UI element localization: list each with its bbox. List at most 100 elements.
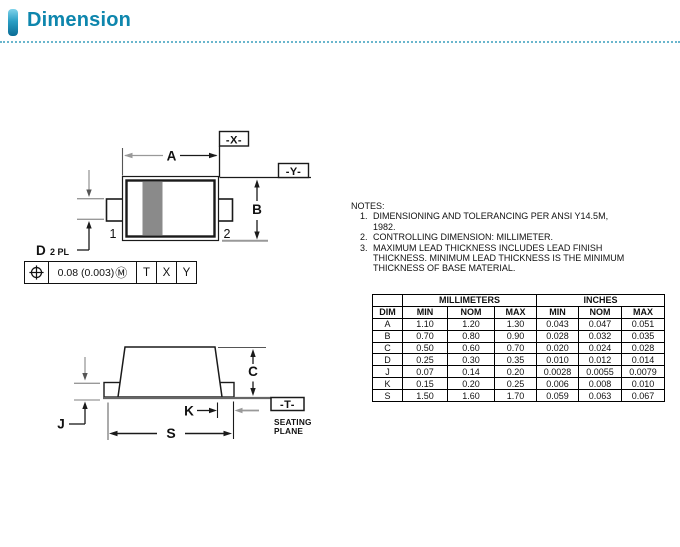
dim-letter: K	[372, 377, 403, 391]
dim-letter: D	[372, 353, 403, 367]
table-cell: 0.032	[578, 329, 622, 343]
tolerance-value-cell: 0.08 (0.003) Ⓜ	[48, 262, 136, 283]
table-cell: 0.006	[536, 377, 579, 391]
table-row: D 0.25 0.30 0.35 0.010 0.012 0.014	[372, 353, 665, 367]
dimension-d: D 2 PL	[36, 170, 104, 258]
table-cell: 0.15	[402, 377, 448, 391]
dim-letter: S	[372, 389, 403, 403]
column-header: MIN	[536, 305, 579, 319]
table-row: C 0.50 0.60 0.70 0.020 0.024 0.028	[372, 341, 665, 355]
side-package-body	[117, 346, 223, 398]
note-number: 3.	[360, 242, 368, 253]
table-cell: 0.90	[494, 329, 537, 343]
column-header: MAX	[494, 305, 537, 319]
table-cell: 0.14	[447, 365, 495, 379]
package-body-inner	[125, 179, 216, 238]
tolerance-value: 0.08 (0.003)	[57, 266, 115, 279]
notes-section: NOTES: 1. DIMENSIONING AND TOLERANCING P…	[351, 201, 673, 274]
table-cell: 0.067	[621, 389, 665, 403]
table-cell: 0.20	[447, 377, 495, 391]
table-sub-header-row: DIM MIN NOM MAX MIN NOM MAX	[372, 305, 665, 319]
dimension-s: S	[107, 402, 232, 441]
table-cell: 0.028	[621, 341, 665, 355]
feature-control-frame: 0.08 (0.003) Ⓜ T X Y	[24, 261, 197, 284]
table-cell: 0.063	[578, 389, 622, 403]
column-header: NOM	[578, 305, 622, 319]
table-cell: 0.25	[402, 353, 448, 367]
table-cell: 0.008	[578, 377, 622, 391]
column-header-dim: DIM	[372, 305, 403, 319]
datum-reference-t: T	[136, 262, 156, 283]
dim-letter: A	[372, 317, 403, 331]
notes-heading: NOTES:	[351, 201, 385, 211]
datum-y-label: -Y-	[286, 166, 302, 178]
table-row: J 0.07 0.14 0.20 0.0028 0.0055 0.0079	[372, 365, 665, 379]
table-cell: 0.60	[447, 341, 495, 355]
group-header-inches: INCHES	[536, 294, 665, 307]
seating-plane-label-line2: PLANE	[274, 426, 303, 436]
table-cell: 0.010	[621, 377, 665, 391]
dim-a-label: A	[167, 149, 177, 164]
dimension-j: J	[57, 357, 100, 432]
pin-1-label: 1	[110, 227, 117, 241]
dim-d-qty-label: 2 PL	[50, 247, 70, 257]
table-cell: 0.80	[447, 329, 495, 343]
corner-cell	[372, 294, 403, 307]
table-cell: 0.70	[494, 341, 537, 355]
dim-letter: B	[372, 329, 403, 343]
lead-2	[217, 198, 234, 222]
note-item-1: 1. DIMENSIONING AND TOLERANCING PER ANSI…	[360, 211, 673, 232]
side-view: C K S	[57, 346, 311, 441]
table-cell: 0.059	[536, 389, 579, 403]
column-header: MAX	[621, 305, 665, 319]
dimensions-table: MILLIMETERS INCHES DIM MIN NOM MAX MIN N…	[372, 294, 665, 403]
page-title: Dimension	[27, 9, 132, 31]
table-cell: 1.50	[402, 389, 448, 403]
dotted-divider	[0, 41, 680, 43]
dim-k-label: K	[184, 404, 194, 419]
table-cell: 0.20	[494, 365, 537, 379]
table-group-header-row: MILLIMETERS INCHES	[372, 294, 665, 307]
table-cell: 0.25	[494, 377, 537, 391]
table-cell: 0.0055	[578, 365, 622, 379]
dim-s-label: S	[166, 425, 175, 441]
table-cell: 0.07	[402, 365, 448, 379]
table-cell: 1.30	[494, 317, 537, 331]
table-cell: 0.043	[536, 317, 579, 331]
top-view: 1 2 A -X- -Y-	[36, 130, 311, 258]
datum-x: -X-	[218, 130, 250, 177]
table-cell: 0.012	[578, 353, 622, 367]
dim-d-label: D	[36, 243, 46, 258]
table-row: A 1.10 1.20 1.30 0.043 0.047 0.051	[372, 317, 665, 331]
dimension-b: B	[222, 179, 268, 242]
lead-1	[105, 198, 124, 222]
note-text: CONTROLLING DIMENSION: MILLIMETER.	[373, 232, 554, 243]
pin-2-label: 2	[224, 227, 231, 241]
section-marker-icon	[8, 9, 18, 36]
table-cell: 1.60	[447, 389, 495, 403]
dimension-k: K	[184, 401, 259, 439]
datum-reference-y: Y	[176, 262, 196, 283]
note-item-2: 2. CONTROLLING DIMENSION: MILLIMETER.	[360, 232, 673, 242]
note-text: MAXIMUM LEAD THICKNESS INCLUDES LEAD FIN…	[373, 242, 625, 274]
group-header-millimeters: MILLIMETERS	[402, 294, 537, 307]
dim-c-label: C	[248, 364, 258, 379]
table-cell: 0.014	[621, 353, 665, 367]
dim-j-label: J	[57, 417, 65, 432]
table-row: B 0.70 0.80 0.90 0.028 0.032 0.035	[372, 329, 665, 343]
table-cell: 0.0028	[536, 365, 579, 379]
column-header: MIN	[402, 305, 448, 319]
table-cell: 0.051	[621, 317, 665, 331]
dim-letter: C	[372, 341, 403, 355]
table-cell: 0.028	[536, 329, 579, 343]
note-text: DIMENSIONING AND TOLERANCING PER ANSI Y1…	[373, 211, 609, 232]
table-cell: 1.10	[402, 317, 448, 331]
column-header: NOM	[447, 305, 495, 319]
note-item-3: 3. MAXIMUM LEAD THICKNESS INCLUDES LEAD …	[360, 243, 673, 274]
table-cell: 0.70	[402, 329, 448, 343]
table-cell: 0.35	[494, 353, 537, 367]
cathode-band	[142, 182, 163, 235]
dimension-a: A	[121, 148, 218, 176]
note-number: 2.	[360, 232, 368, 243]
datum-y: -Y-	[219, 162, 311, 179]
